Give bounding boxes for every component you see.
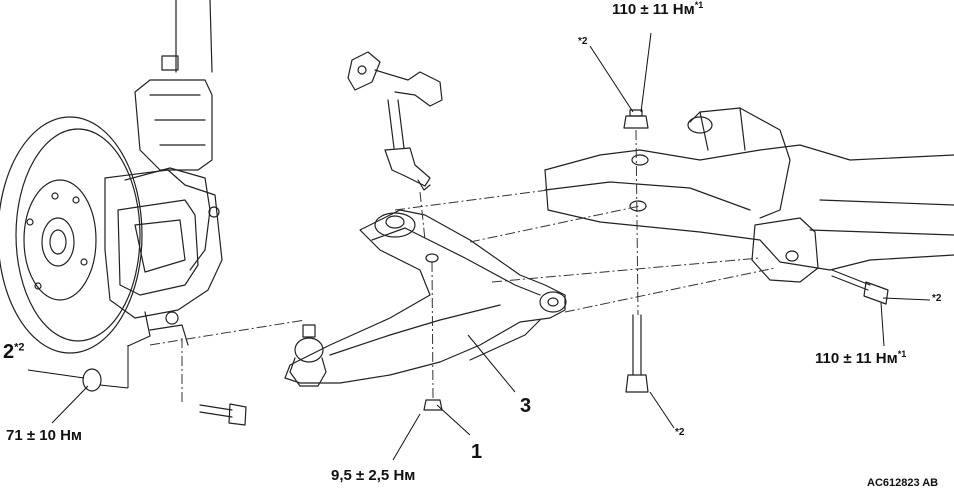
- lower-arm-illustration: [284, 209, 567, 384]
- ball-joint-illustration: [289, 324, 327, 387]
- leader-lines: [27, 32, 931, 461]
- top-torque-footnote-mark: *1: [694, 0, 704, 10]
- left-torque-label: 71 ± 10 Нм: [6, 427, 83, 444]
- part-2-label: 2*2: [3, 342, 25, 362]
- top-torque-value: 110 ± 11 Нм: [612, 1, 695, 18]
- top-note-label: *2: [578, 36, 588, 47]
- brake-caliper-illustration: [104, 169, 223, 347]
- bottom-note-label: *2: [675, 427, 685, 438]
- right-torque-footnote-mark: *1: [897, 349, 907, 359]
- part-1-label: 1: [471, 441, 483, 463]
- part-2-number: 2: [3, 341, 15, 363]
- strut-knuckle-illustration: [124, 0, 220, 271]
- top-torque-label: 110 ± 11 Нм*1: [612, 0, 704, 18]
- bottom-torque-label: 9,5 ± 2,5 Нм: [331, 467, 416, 484]
- figure-code-label: AC612823 AB: [867, 477, 939, 489]
- right-torque-value: 110 ± 11 Нм: [815, 350, 898, 367]
- right-torque-label: 110 ± 11 Нм*1: [815, 349, 907, 367]
- part-2-footnote-mark: *2: [14, 341, 25, 354]
- stabilizer-link-illustration: [347, 51, 443, 191]
- right-note-label: *2: [932, 293, 942, 304]
- subframe-illustration: [544, 107, 954, 283]
- alignment-lines: [149, 129, 776, 405]
- brake-disc-illustration: [0, 116, 143, 354]
- part-3-label: 3: [520, 395, 532, 417]
- fastener-illustrations: [82, 109, 889, 426]
